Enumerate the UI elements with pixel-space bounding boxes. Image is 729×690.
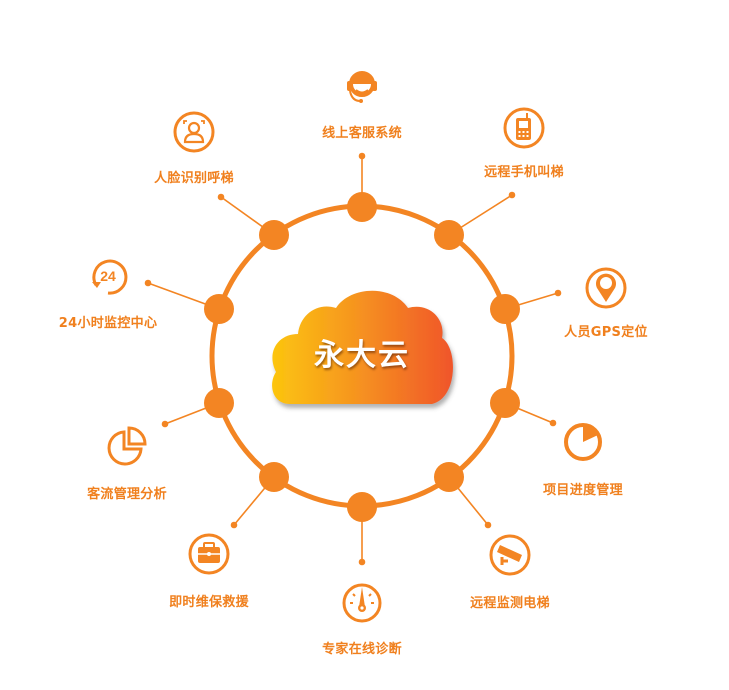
feature-label-traffic: 客流管理分析 (87, 487, 167, 502)
feature-label-rescue: 即时维保救援 (169, 595, 249, 610)
gauge-icon (342, 583, 382, 623)
feature-label-expert-diagnosis: 专家在线诊断 (322, 642, 402, 657)
feature-label-gps: 人员GPS定位 (564, 325, 648, 340)
center-title: 永大云 (314, 338, 410, 373)
mobile-phone-icon (503, 107, 545, 149)
pie-chart-icon (107, 426, 147, 466)
feature-label-progress: 项目进度管理 (543, 483, 623, 498)
svg-text:24: 24 (100, 268, 116, 284)
face-scan-icon (173, 111, 215, 153)
feature-label-mobile-call: 远程手机叫梯 (484, 165, 564, 180)
ring-nodes (204, 192, 520, 522)
feature-label-monitor-center: 24小时监控中心 (58, 316, 158, 331)
cctv-camera-icon (489, 534, 531, 576)
clock-24-icon: 24 (92, 259, 128, 295)
progress-pie-icon (564, 423, 602, 461)
feature-label-remote-monitor: 远程监测电梯 (470, 596, 550, 611)
toolbox-icon (188, 533, 230, 575)
headset-agent-icon (347, 71, 377, 103)
feature-label-online-service: 线上客服系统 (322, 126, 402, 141)
location-pin-icon (585, 267, 627, 309)
cloud-icon (272, 290, 453, 404)
feature-label-face-recognition: 人脸识别呼梯 (154, 171, 234, 186)
